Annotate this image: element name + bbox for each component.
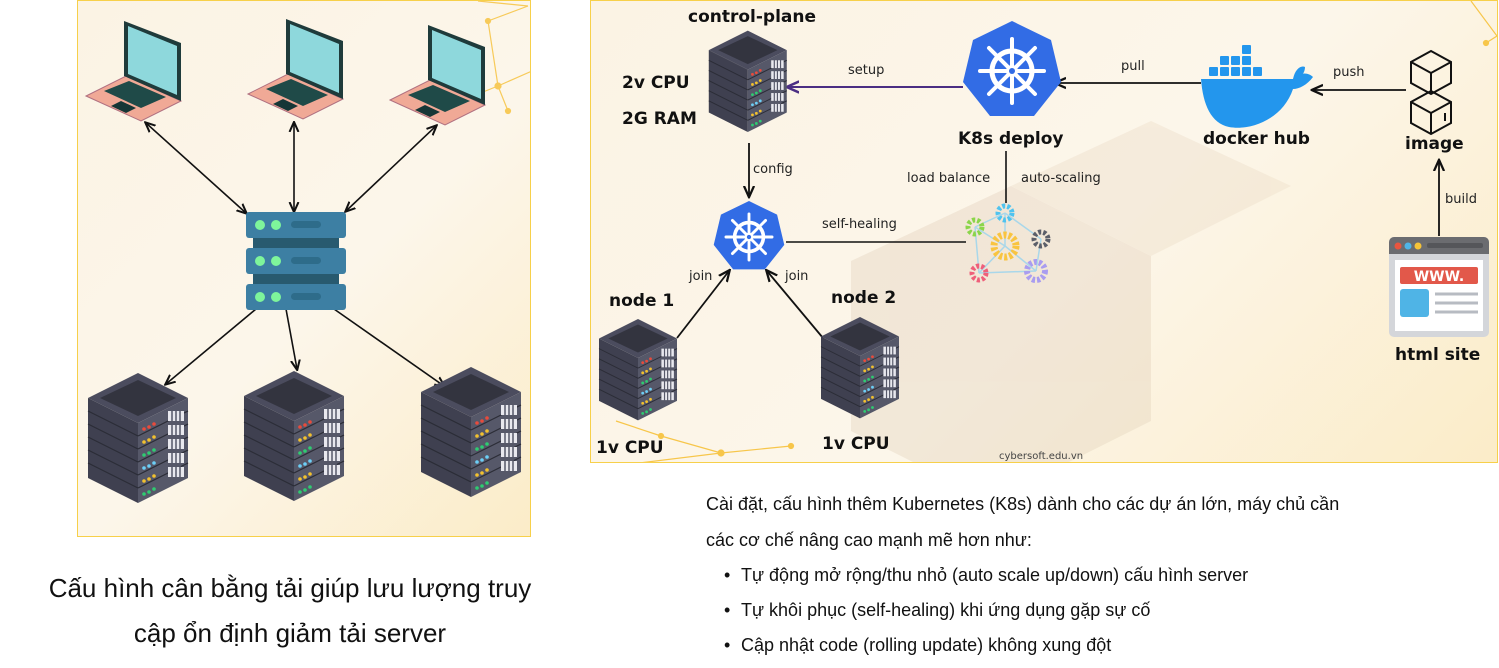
- control-plane-server-icon: [708, 30, 788, 133]
- pull-label: pull: [1121, 59, 1145, 74]
- auto-scaling-label: auto-scaling: [1021, 171, 1101, 186]
- watermark: cybersoft.edu.vn: [999, 451, 1084, 462]
- node1-server-icon: [598, 318, 678, 421]
- join-arrow: [676, 271, 729, 339]
- feature-item: •Tự khôi phục (self-healing) khi ứng dụn…: [724, 600, 1151, 620]
- setup-label: setup: [848, 63, 885, 78]
- backend-server-icon: [243, 370, 345, 502]
- k8s-deploy-logo-icon: [963, 21, 1061, 116]
- feature-item: •Cập nhật code (rolling update) không xu…: [724, 635, 1112, 655]
- config-label: config: [753, 162, 793, 177]
- node1-cpu: 1v CPU: [596, 438, 664, 458]
- description-intro-2: các cơ chế nâng cao mạnh mẽ hơn như:: [706, 530, 1032, 550]
- node1-title: node 1: [609, 291, 675, 311]
- load-balancer-caption: Cấu hình cân bằng tải giúp lưu lượng tru…: [48, 573, 532, 648]
- decorative-network-lines: [615, 1, 1497, 462]
- join-label-node2: join: [785, 269, 809, 284]
- laptop-icon: [247, 18, 344, 120]
- feature-item: •Tự động mở rộng/thu nhỏ (auto scale up/…: [724, 565, 1249, 585]
- client-link-arrow: [146, 123, 246, 213]
- backend-link-arrow: [333, 308, 444, 386]
- node2-title: node 2: [831, 288, 897, 308]
- laptop-icon: [85, 20, 182, 122]
- self-healing-label: self-healing: [822, 217, 897, 232]
- description-intro: Cài đặt, cấu hình thêm Kubernetes (K8s) …: [706, 494, 1340, 514]
- load-balancer-icon: [246, 212, 346, 310]
- image-label: image: [1405, 134, 1464, 154]
- control-plane-cpu: 2v CPU: [622, 73, 690, 93]
- decorative-network-lines: [472, 1, 530, 115]
- k8s-cluster-logo-icon: [711, 199, 787, 272]
- load-balance-label: load balance: [907, 171, 991, 186]
- k8s-deploy-label: K8s deploy: [958, 129, 1064, 149]
- push-label: push: [1333, 65, 1365, 80]
- k8s-description: Cài đặt, cấu hình thêm Kubernetes (K8s) …: [706, 486, 1486, 663]
- control-plane-ram: 2G RAM: [622, 109, 697, 129]
- docker-hub-label: docker hub: [1203, 129, 1310, 149]
- load-balancer-diagram: [77, 0, 531, 537]
- www-badge-text: WWW.: [1414, 269, 1465, 285]
- k8s-architecture-diagram: WWW. control-plane 2v CPU 2G RAM setup p…: [590, 0, 1498, 463]
- join-label-node1: join: [689, 269, 713, 284]
- backend-server-icon: [420, 366, 522, 498]
- background-building-shape: [851, 121, 1291, 462]
- client-link-arrow: [346, 126, 436, 211]
- backend-server-icon: [87, 372, 189, 504]
- build-label: build: [1445, 192, 1477, 207]
- backend-link-arrow: [285, 308, 297, 369]
- join-arrow: [767, 271, 824, 339]
- feature-list: •Tự động mở rộng/thu nhỏ (auto scale up/…: [706, 558, 1486, 663]
- html-site-browser-icon: WWW.: [1389, 237, 1489, 337]
- control-plane-title: control-plane: [688, 7, 817, 27]
- docker-hub-logo-icon: [1201, 45, 1313, 128]
- html-site-label: html site: [1395, 345, 1481, 365]
- node2-cpu: 1v CPU: [822, 434, 890, 454]
- laptop-icon: [389, 24, 486, 126]
- image-cubes-icon: [1410, 49, 1452, 136]
- node2-server-icon: [820, 316, 900, 419]
- backend-link-arrow: [166, 308, 257, 384]
- gears-network-icon: [965, 203, 1051, 283]
